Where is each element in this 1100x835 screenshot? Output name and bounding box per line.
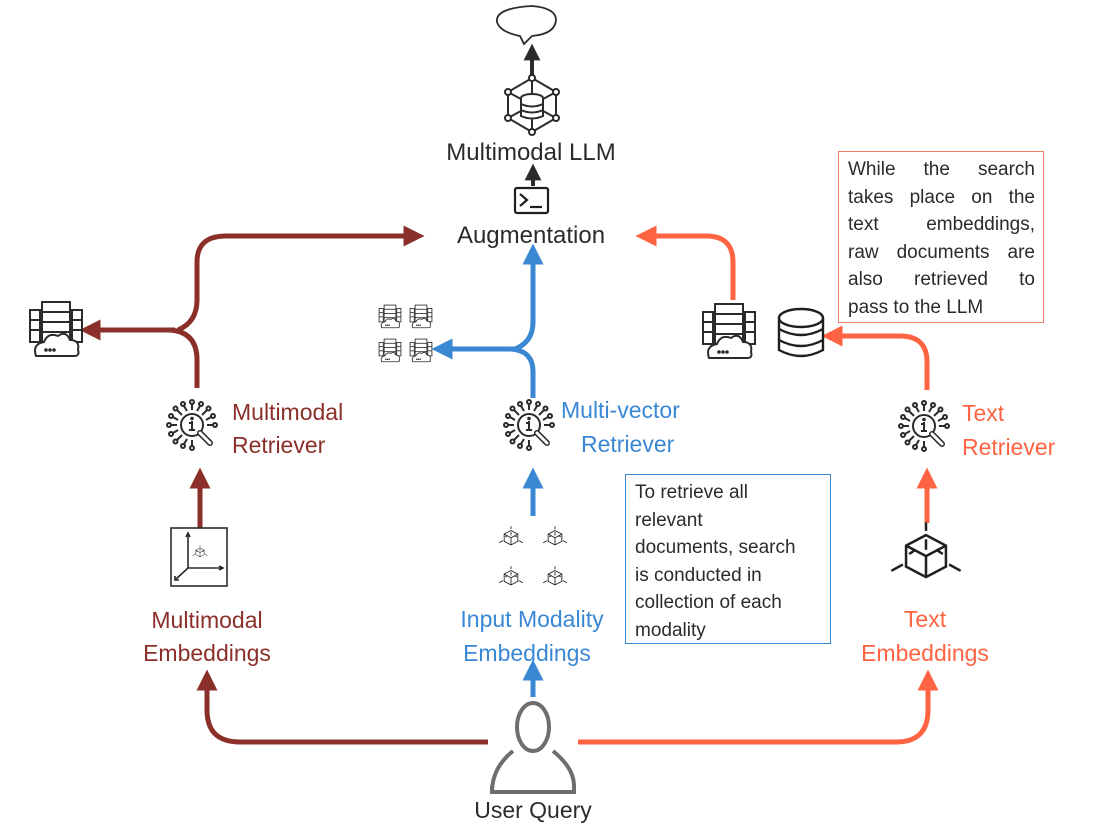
input-modality-embeddings-label-line1: Input Modality [460, 606, 604, 632]
text-embeddings-label-line1: Text [903, 606, 947, 632]
edge-mv-retriever-trunk [509, 346, 536, 398]
multi-vector-retriever-label-line1: Multi-vector [561, 397, 680, 423]
text-retriever-label-line1: Text [962, 400, 1005, 426]
note-line: pass to the LLM [848, 296, 984, 318]
edge-multimodal-to-augmentation [176, 225, 425, 333]
user-icon [490, 701, 576, 794]
note-line: relevant [635, 509, 703, 531]
edge-multi-vector-to-augmentation [513, 243, 544, 352]
note-line: also retrieved to [848, 269, 1035, 290]
multi-vector-note: To retrieve all relevant documents, sear… [625, 474, 831, 644]
llm-network-database-icon [504, 74, 560, 136]
text-edges [578, 225, 939, 745]
edge-user-to-text-embeddings [578, 669, 939, 745]
augmentation-label: Augmentation [456, 222, 606, 249]
note-line: modality [635, 619, 706, 641]
edge-user-to-multimodal-embeddings [196, 669, 488, 745]
note-line: takes place on the [848, 186, 1035, 208]
text-retriever-label-line2: Retriever [962, 434, 1056, 460]
note-line: While the search [848, 159, 1035, 180]
note-line: collection of each [635, 592, 782, 613]
multi-vector-edges [431, 243, 544, 697]
text-store-server-cloud-icon [702, 303, 756, 359]
database-icon [777, 307, 825, 358]
note-line: raw documents are [848, 241, 1035, 263]
cube-grid-icon [498, 525, 568, 586]
text-retriever-icon [899, 401, 949, 451]
edge-retriever-trunk [169, 327, 200, 388]
note-line: text embeddings, [848, 214, 1035, 235]
cube-icon [890, 521, 962, 579]
multimodal-retriever-label-line1: Multimodal [232, 399, 344, 425]
multimodal-llm-label: Multimodal LLM [446, 139, 616, 166]
multi-vector-stores-icon [378, 304, 433, 363]
multi-vector-retriever-label-line2: Retriever [581, 431, 675, 457]
text-embeddings-label-line2: Embeddings [861, 640, 989, 666]
multimodal-embeddings-label-line1: Multimodal [151, 607, 263, 633]
note-line: documents, search [635, 537, 796, 558]
edge-text-retriever-to-database [821, 325, 930, 390]
speech-bubble-icon [496, 5, 557, 46]
note-line: To retrieve all [635, 482, 748, 503]
user-query-label: User Query [474, 797, 592, 823]
multimodal-edges [79, 225, 488, 745]
multimodal-retriever-icon [167, 400, 217, 450]
text-branch-note: While the search takes place on the text… [838, 151, 1044, 323]
top-edges [523, 43, 542, 186]
multimodal-store-server-cloud-icon [29, 301, 83, 357]
multi-vector-retriever-icon [504, 400, 554, 450]
edge-text-store-to-augmentation [635, 225, 736, 300]
3d-axes-embedding-icon [170, 527, 228, 587]
multimodal-embeddings-label-line2: Embeddings [143, 640, 271, 666]
note-line: is conducted in [635, 564, 762, 586]
input-modality-embeddings-label-line2: Embeddings [463, 640, 591, 666]
terminal-prompt-icon [513, 186, 550, 215]
multimodal-retriever-label-line2: Retriever [232, 432, 326, 458]
